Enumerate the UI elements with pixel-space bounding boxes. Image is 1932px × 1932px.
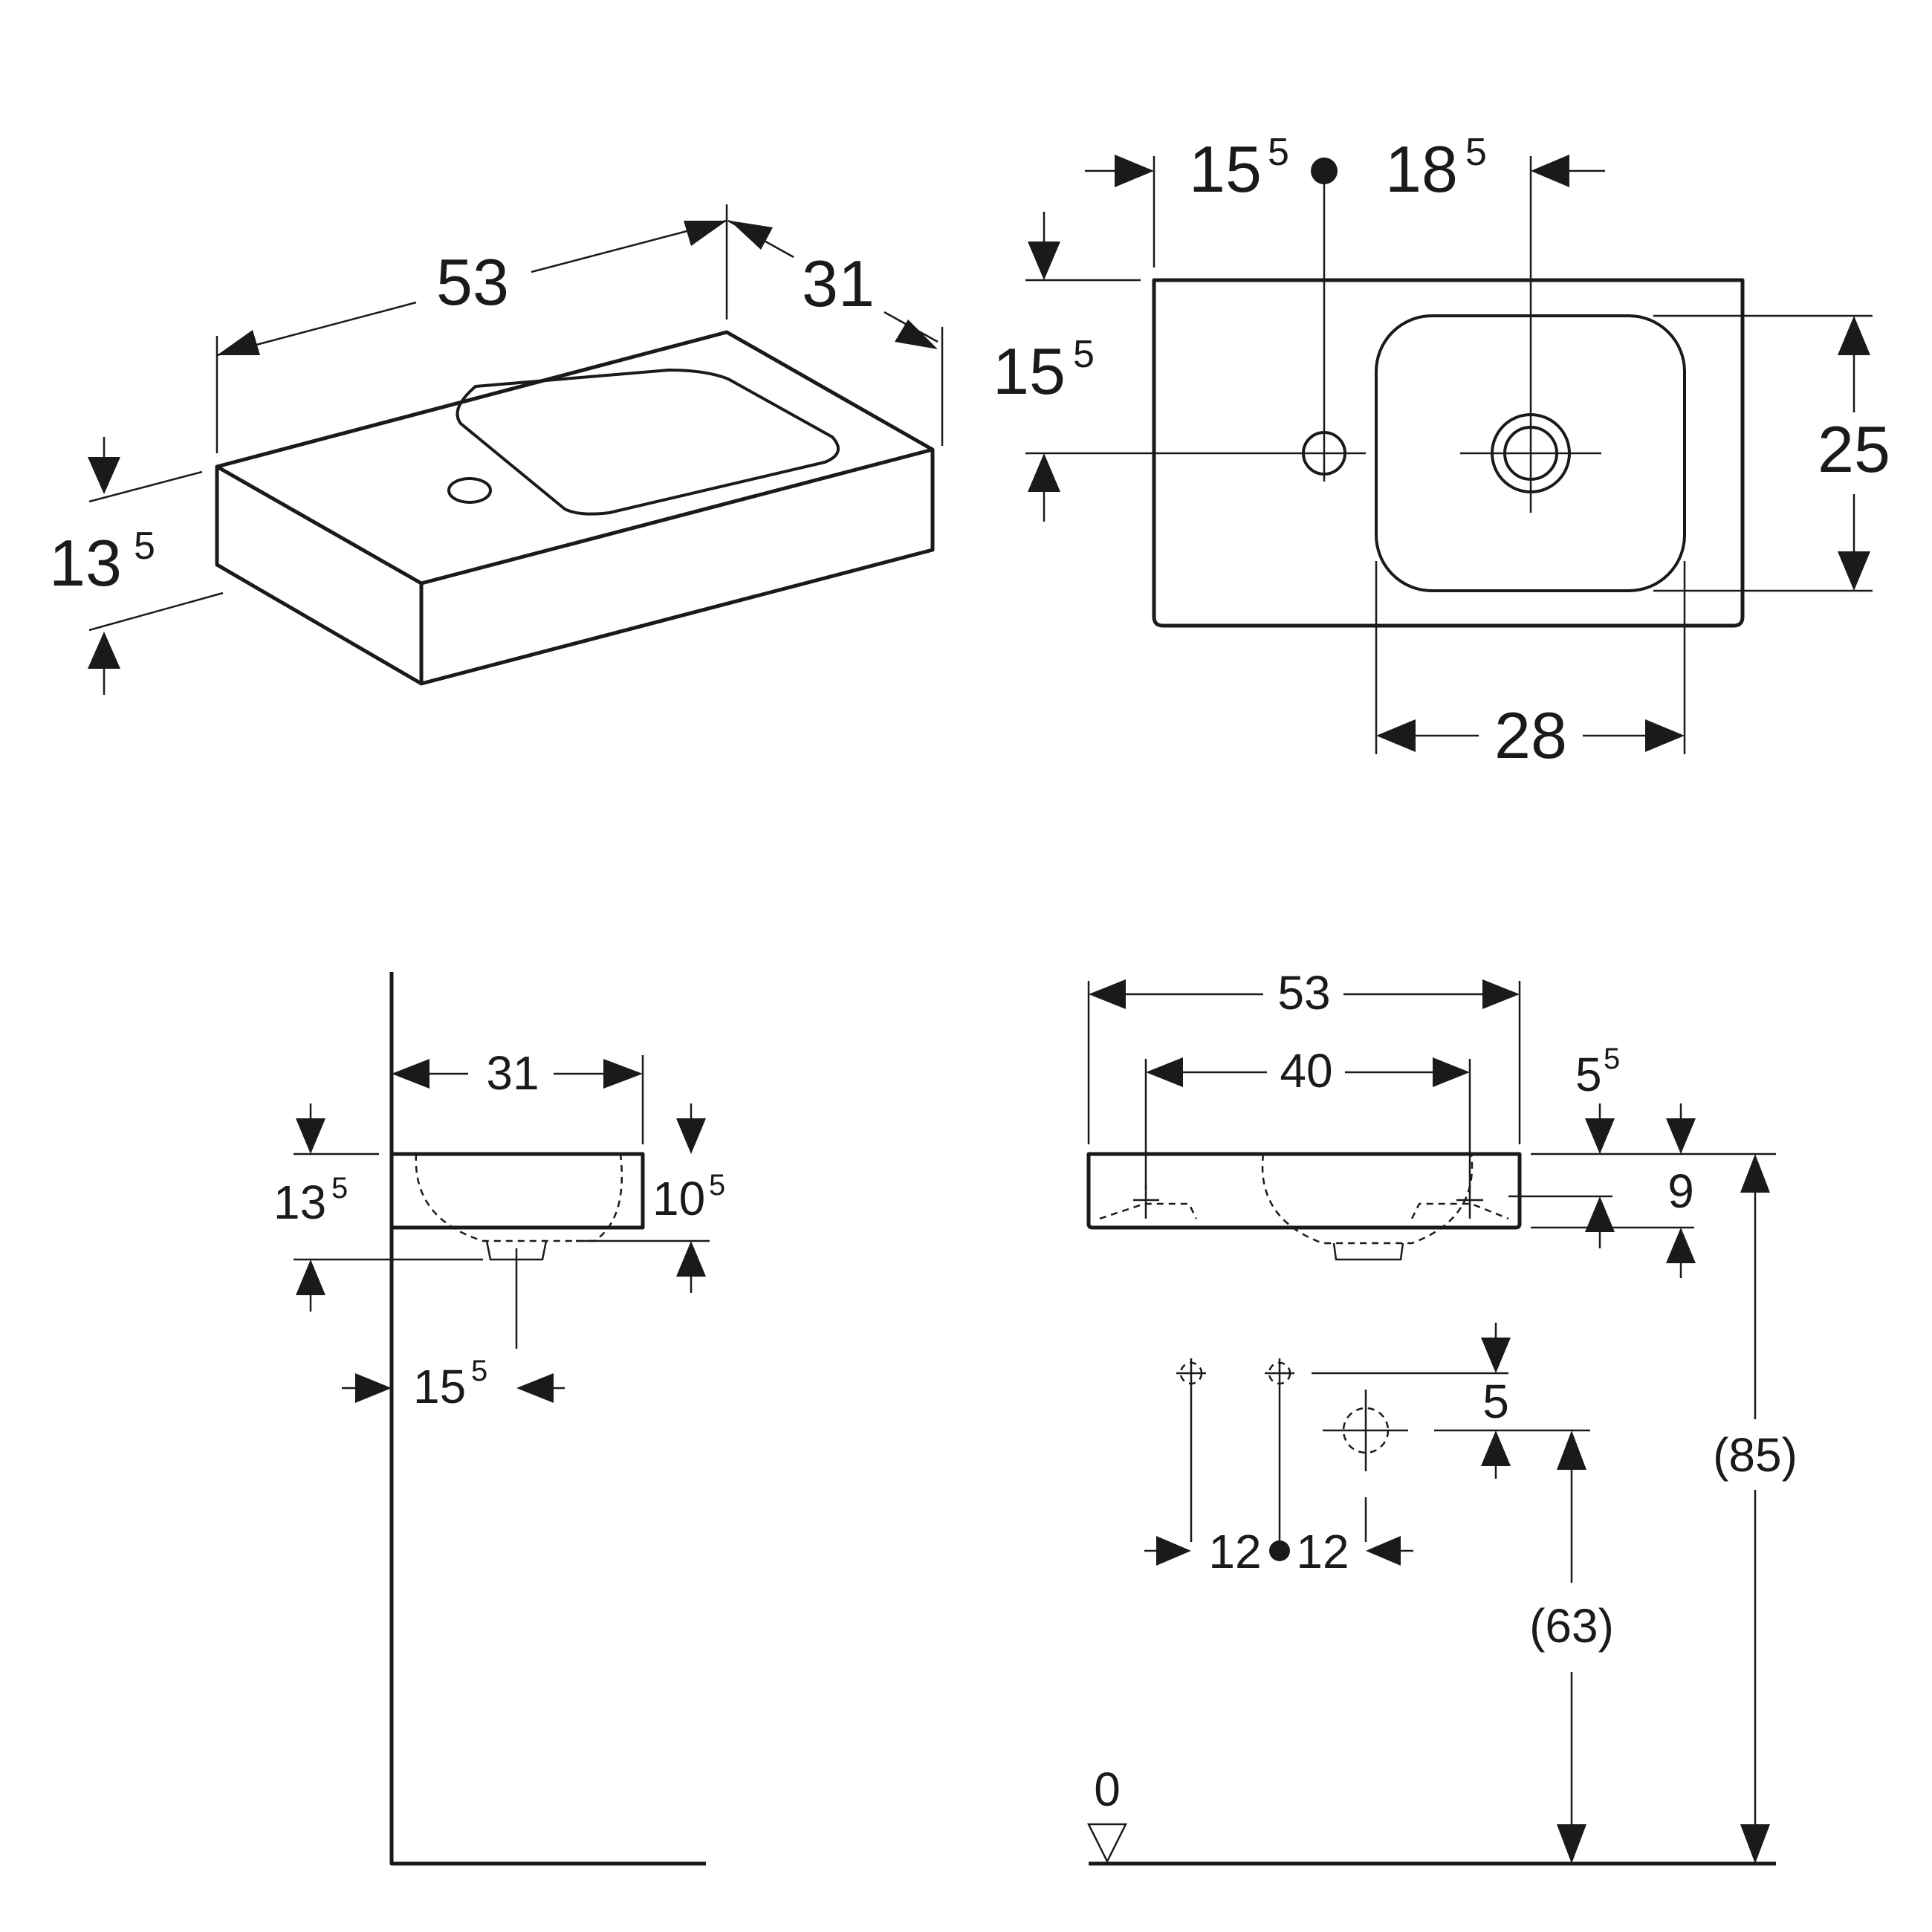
side-dim-15-arrow-left <box>355 1373 392 1403</box>
front-dim-63-arrow-top <box>1557 1430 1586 1470</box>
front-drain <box>1332 1242 1404 1261</box>
side-dim-31-label: 31 <box>486 1046 539 1100</box>
front-dim-53-label: 53 <box>1277 966 1330 1020</box>
iso-dim-53-arrow-right <box>684 221 727 246</box>
side-dim-15-sup: 5 <box>471 1355 487 1387</box>
front-dim-9-arrow-top <box>1666 1118 1696 1154</box>
top-dim-front-sup: 5 <box>1073 333 1095 376</box>
side-dim-13-arrow-top <box>296 1118 325 1154</box>
side-dim-10-label: 10 <box>652 1172 705 1225</box>
iso-dim-53-arrow-left <box>217 330 260 355</box>
front-dim-53-arrow-right <box>1482 979 1520 1009</box>
front-dim-9-label: 9 <box>1667 1164 1694 1218</box>
front-bowl-dashed <box>1261 1153 1474 1245</box>
side-dim-13-label: 13 <box>273 1176 326 1229</box>
top-dim-left-label: 15 <box>1189 132 1262 206</box>
top-dim-28-label: 28 <box>1494 698 1567 772</box>
front-dim-40-arrow-right <box>1433 1057 1470 1087</box>
side-dim-15-arrow-right <box>516 1373 554 1403</box>
front-dim-9-arrow-bottom <box>1666 1228 1696 1263</box>
iso-dim-13-ext-top <box>88 470 203 503</box>
top-dim-front-arrow-top <box>1028 242 1060 280</box>
front-dim-85-arrow-bottom <box>1740 1824 1770 1864</box>
front-dim-5-arrow-bottom <box>1481 1430 1511 1466</box>
front-dim-12-left-label: 12 <box>1208 1525 1261 1578</box>
top-dim-25-label: 25 <box>1818 412 1890 486</box>
top-dim-28-arrow-right <box>1645 719 1685 752</box>
front-fixing-right <box>1410 1202 1509 1220</box>
front-basin <box>1086 1152 1522 1230</box>
tap-axis-dot <box>1311 158 1338 184</box>
iso-dim-31-arrow-left <box>730 221 773 250</box>
front-dim-12-arrow-right <box>1366 1536 1401 1566</box>
front-view: 53 40 5 5 9 <box>1086 966 1798 1866</box>
side-dim-10-arrow-bottom <box>676 1241 706 1277</box>
side-dim-31-arrow-right <box>603 1059 643 1089</box>
iso-dim-13-arrow-bottom <box>88 632 120 669</box>
top-outline <box>1152 278 1745 628</box>
iso-dim-13-ext-bottom <box>88 591 224 632</box>
top-dim-right-sup: 5 <box>1465 131 1487 174</box>
waste-outlet-icon <box>1323 1390 1408 1542</box>
front-dim-40-arrow-left <box>1146 1057 1183 1087</box>
front-dim-12-center-dot <box>1269 1540 1290 1561</box>
front-dim-5-label: 5 <box>1482 1375 1509 1428</box>
top-dim-right-label: 18 <box>1385 132 1458 206</box>
isometric-view: 53 31 13 5 <box>49 204 944 695</box>
front-dim-63-label: (63) <box>1529 1599 1614 1653</box>
front-dim-53-arrow-left <box>1089 979 1126 1009</box>
side-dim-13-arrow-bottom <box>296 1260 325 1295</box>
top-dim-25-arrow-top <box>1838 316 1870 355</box>
front-dim-rim-sup: 5 <box>1604 1043 1620 1075</box>
front-dim-rim-arrow-bottom <box>1585 1196 1615 1232</box>
side-dim-15-label: 15 <box>413 1360 466 1413</box>
iso-dim-13-sup: 5 <box>134 525 155 568</box>
side-dim-10-sup: 5 <box>709 1169 725 1202</box>
iso-dim-13-label: 13 <box>49 526 122 600</box>
iso-top-face <box>215 330 935 586</box>
axis-cross-icon <box>1176 1358 1206 1542</box>
axis-cross-icon <box>1133 1185 1159 1219</box>
top-dim-left-sup: 5 <box>1268 131 1289 174</box>
top-dim-front-arrow-bottom <box>1028 453 1060 492</box>
iso-tap-hole <box>447 477 492 504</box>
side-wall <box>389 972 706 1866</box>
iso-bowl-opening <box>456 369 840 516</box>
front-fixing-left <box>1099 1202 1198 1220</box>
iso-dim-13-arrow-top <box>88 457 120 494</box>
side-dim-31-arrow-left <box>392 1059 429 1089</box>
side-bowl-dashed <box>415 1153 623 1242</box>
top-dim-left-arrow <box>1115 155 1154 187</box>
axis-cross-icon <box>1456 1185 1483 1219</box>
front-dim-63-arrow-bottom <box>1557 1824 1586 1864</box>
iso-front-face <box>215 450 935 686</box>
front-dim-85-label: (85) <box>1713 1428 1798 1482</box>
top-view: 15 5 18 5 15 5 25 28 <box>993 131 1890 772</box>
floor-level-label: 0 <box>1094 1763 1121 1816</box>
iso-dim-31-label: 31 <box>802 247 875 320</box>
side-dim-10-arrow-top <box>676 1118 706 1154</box>
floor-level-triangle-icon <box>1086 1823 1128 1864</box>
front-dim-12-right-label: 12 <box>1296 1525 1349 1578</box>
side-basin <box>392 1152 645 1230</box>
front-dim-rim-label: 5 <box>1575 1048 1602 1101</box>
side-view: 31 13 5 10 5 15 5 <box>273 972 725 1866</box>
top-dim-28-arrow-left <box>1376 719 1416 752</box>
front-dim-5-arrow-top <box>1481 1338 1511 1373</box>
front-dim-85-arrow-top <box>1740 1154 1770 1193</box>
side-dim-13-sup: 5 <box>331 1172 348 1205</box>
top-dim-25-arrow-bottom <box>1838 551 1870 591</box>
front-dim-12-arrow-left <box>1156 1536 1191 1566</box>
top-dim-front-label: 15 <box>993 334 1066 408</box>
iso-dim-31-arrow-right <box>895 320 938 349</box>
top-dim-right-arrow <box>1531 155 1569 187</box>
front-dim-rim-arrow-top <box>1585 1118 1615 1154</box>
front-dim-40-label: 40 <box>1280 1044 1332 1098</box>
axis-cross-icon <box>1265 1358 1294 1542</box>
iso-dim-53-label: 53 <box>436 245 509 319</box>
